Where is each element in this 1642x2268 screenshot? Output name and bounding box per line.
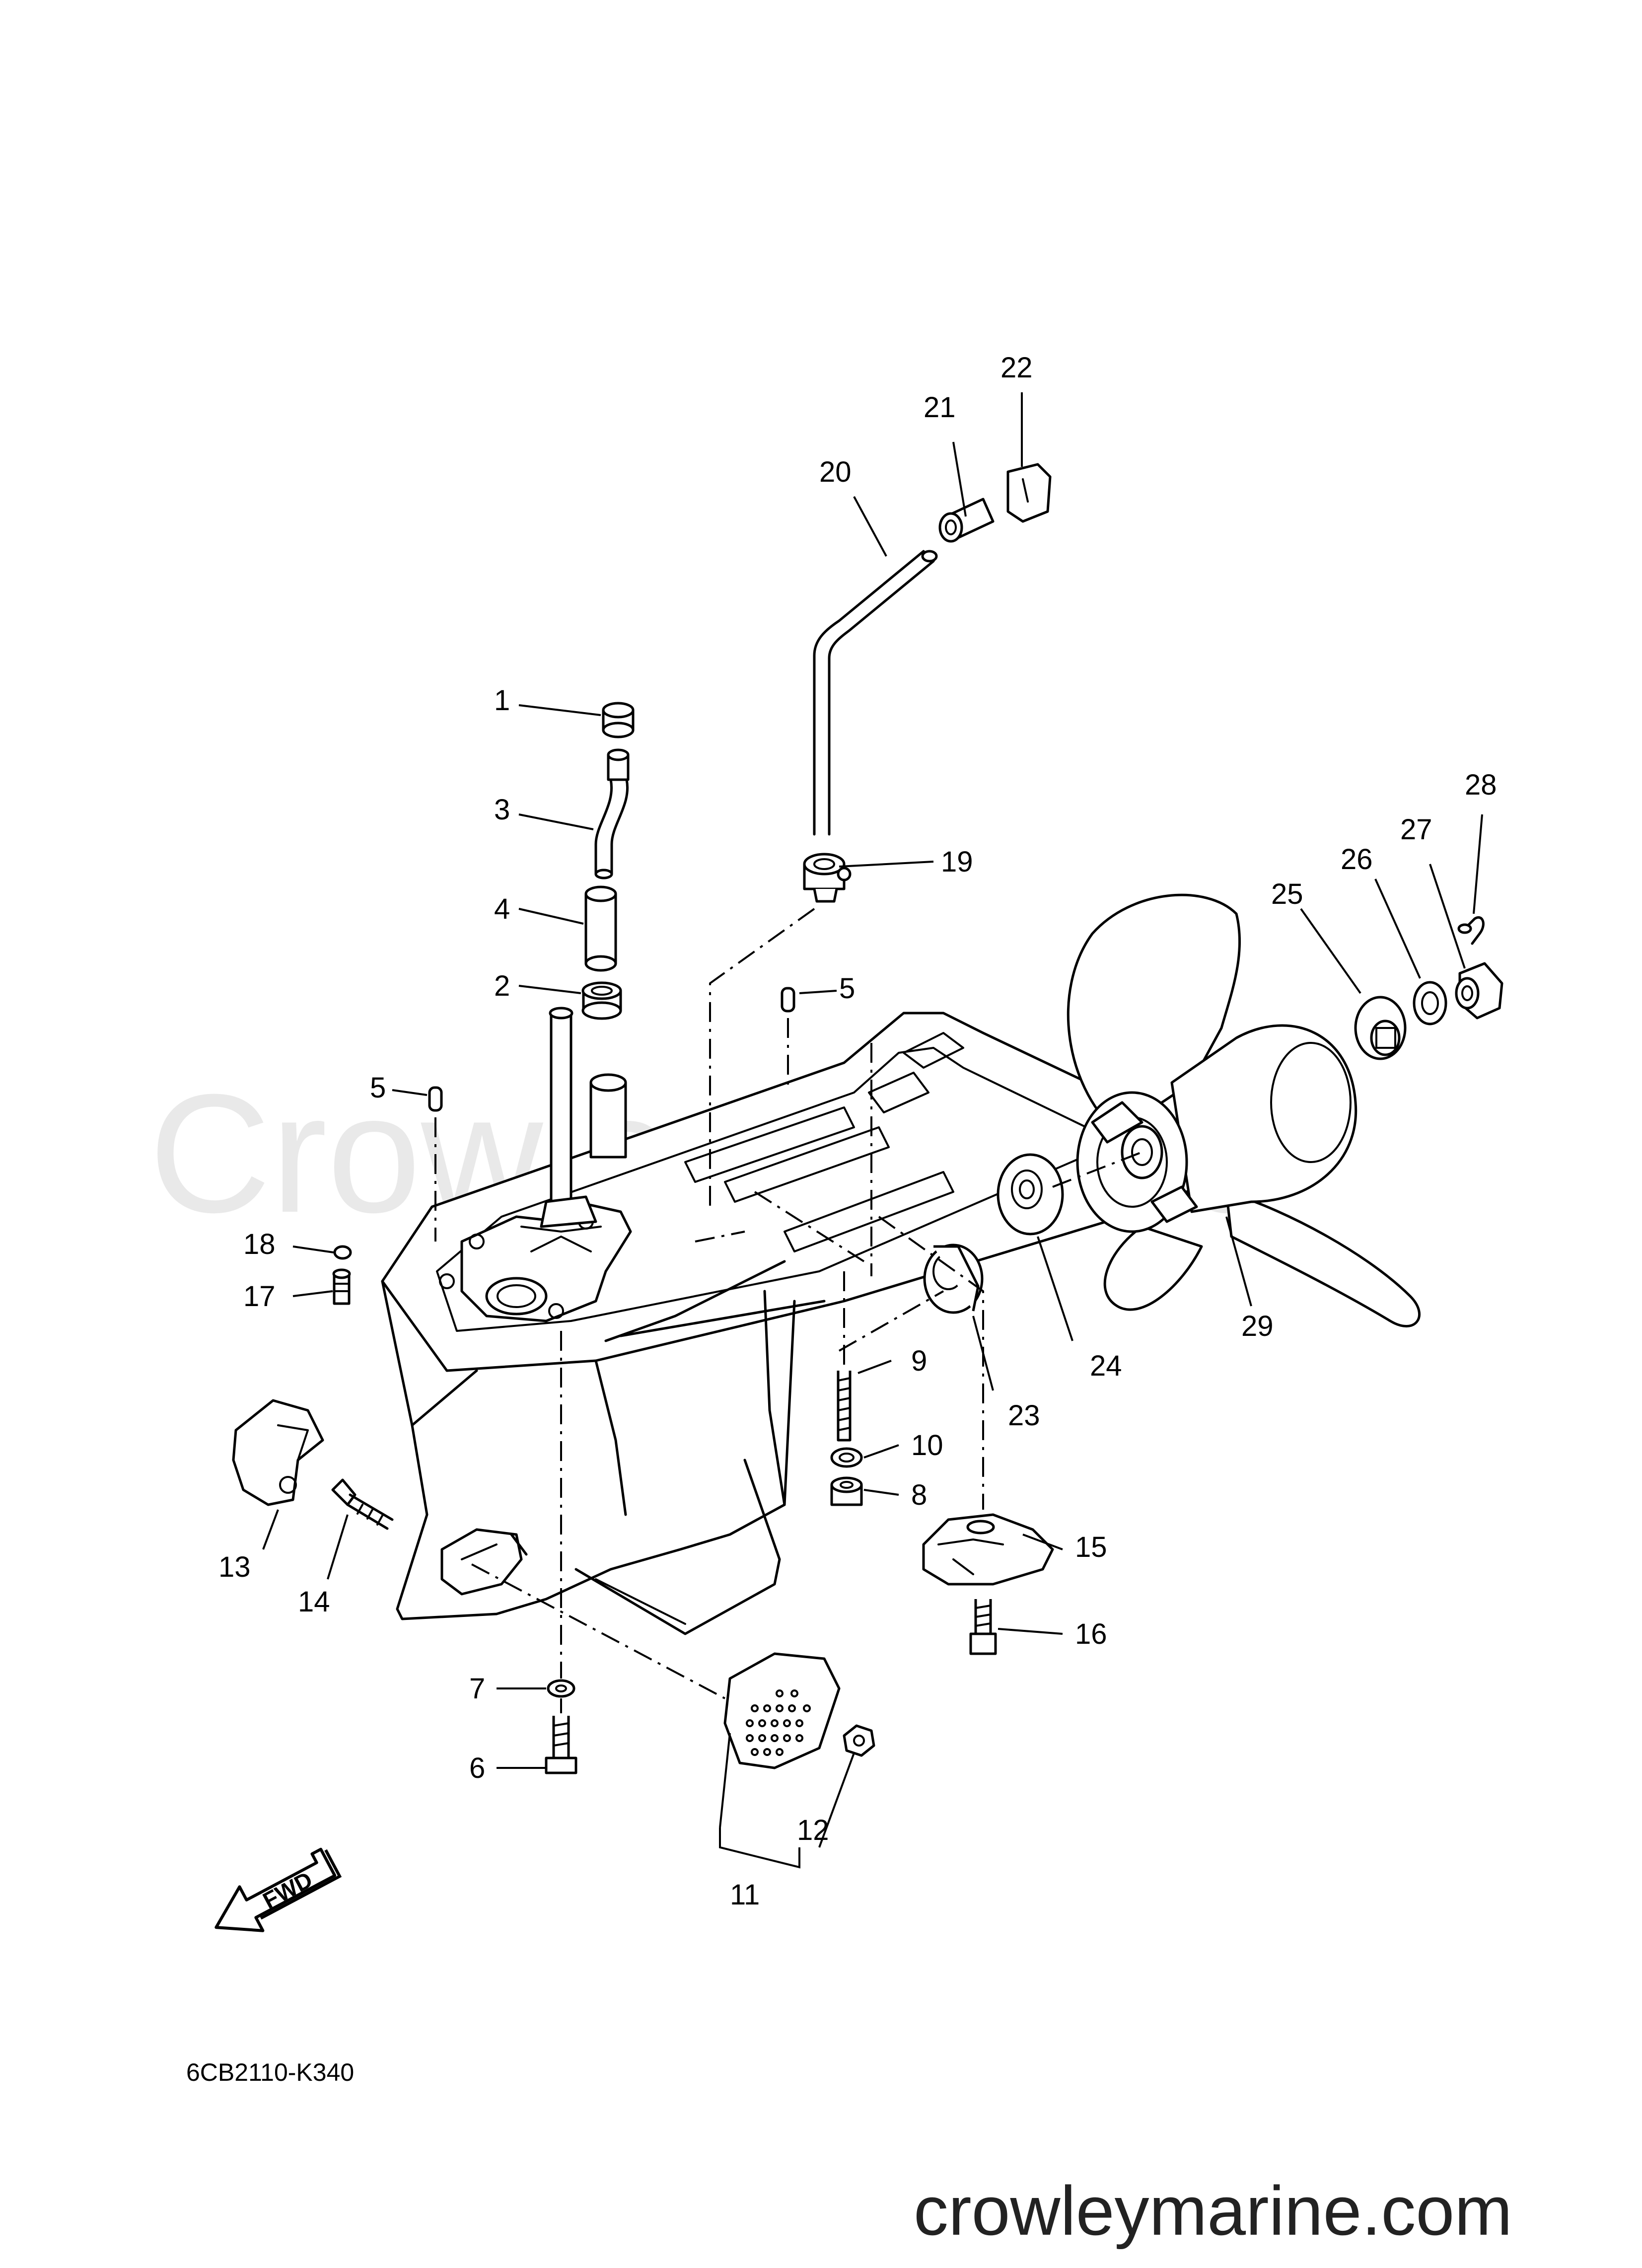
plug-17 [332,1268,351,1305]
callout-27: 27 [1400,813,1432,846]
bolt-16 [969,1599,997,1655]
callout-22: 22 [1000,352,1033,384]
callout-2: 2 [494,970,510,1002]
callout-6: 6 [469,1752,485,1784]
site-url: crowleymarine.com [914,2172,1512,2250]
callout-7: 7 [469,1673,485,1705]
callout-26: 26 [1341,843,1373,876]
callout-25: 25 [1271,878,1303,910]
spacer-25 [1354,996,1407,1060]
callout-3: 3 [494,794,510,826]
bolt-6 [545,1716,577,1774]
fwd-arrow-icon: FWD [214,1847,342,1932]
cover-15 [922,1513,1054,1586]
seal-4 [584,885,617,972]
propeller-29 [1067,893,1421,1327]
nut-8 [830,1476,863,1506]
callout-1: 1 [494,684,510,717]
diagram-code: 6CB2110-K340 [186,2058,354,2086]
callout-20: 20 [819,456,852,488]
callout-19: 19 [941,846,973,878]
callout-14: 14 [298,1586,330,1618]
callout-17: 17 [243,1280,276,1313]
callout-23: 23 [1008,1399,1040,1432]
callout-29: 29 [1241,1310,1274,1342]
callout-5a: 5 [839,972,855,1005]
callout-labels: 1 2 3 4 5 5 6 7 8 9 10 11 12 13 14 15 16… [218,352,1497,1911]
callout-13: 13 [218,1551,251,1583]
bolt-14 [331,1478,394,1530]
fwd-label: FWD [259,1866,317,1913]
spacer-24 [997,1153,1064,1236]
callout-11: 11 [730,1879,760,1911]
grommet-1 [602,702,635,738]
callout-28: 28 [1465,769,1497,801]
callout-12: 12 [797,1814,829,1846]
callout-4: 4 [494,893,510,925]
washer-10 [830,1447,863,1468]
anode-11 [723,1652,841,1769]
dowel-pin-5a [428,1086,443,1112]
trim-tab-13 [232,1399,324,1506]
washer-7 [547,1679,575,1698]
o-ring-18 [333,1245,352,1260]
lower-unit-housing [381,1007,1203,1635]
callout-8: 8 [911,1479,927,1511]
collar-21 [938,498,995,543]
stud-9 [837,1371,852,1442]
nut-12 [843,1724,875,1757]
anode-holes [746,1689,811,1756]
washer-26 [1413,981,1447,1025]
callout-10: 10 [911,1429,943,1462]
prop-nut-27 [1455,962,1503,1020]
rod-bushing-19 [803,853,852,903]
callout-9: 9 [911,1345,927,1377]
callout-24: 24 [1090,1350,1122,1382]
callout-16: 16 [1075,1618,1107,1650]
clip-22 [1006,463,1052,523]
cotter-pin-28 [1457,916,1485,945]
assembly-lines [434,908,1142,1713]
callout-5b: 5 [370,1072,386,1104]
dowel-pin-5b [781,987,795,1013]
grommet-2 [581,981,622,1020]
water-tube-3 [594,748,630,879]
leader-lines [262,392,1483,1869]
callout-18: 18 [243,1228,276,1260]
callout-15: 15 [1075,1531,1107,1563]
thrust-washer-23 [923,1244,984,1314]
shift-rod-20 [813,550,938,836]
callout-21: 21 [924,391,956,424]
